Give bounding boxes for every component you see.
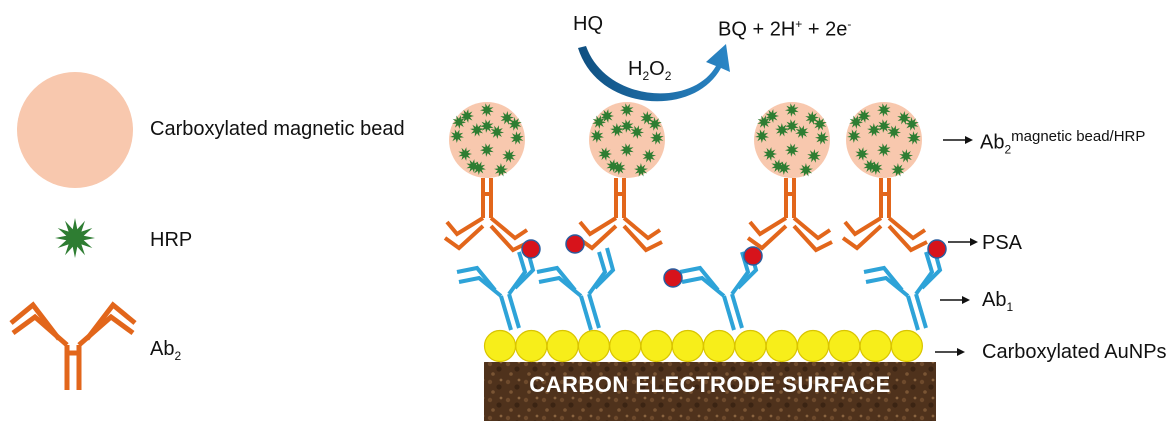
conjugate-label: Ab2magnetic bead/HRP (980, 128, 1146, 157)
ab1-label: Ab1 (982, 289, 1014, 314)
aunp-particle (890, 329, 924, 363)
aunp-particle (671, 329, 704, 363)
ab2-antibody (443, 178, 530, 253)
aunp-particle (515, 329, 548, 363)
aunp-particle (859, 329, 892, 363)
label-pointers (935, 136, 978, 356)
reaction-arrow-icon (578, 44, 730, 102)
aunp-particle (734, 329, 767, 363)
aunp-particle (483, 329, 517, 363)
legend-hrp-label: HRP (150, 229, 193, 251)
aunp-particle (640, 329, 673, 363)
magnetic-bead (846, 102, 922, 178)
ab1-antibody (456, 247, 536, 331)
aunp-particle (702, 329, 736, 363)
aunps-label: Carboxylated AuNPs (982, 341, 1167, 363)
magnetic-bead (449, 102, 525, 178)
reaction-reactant: HQ (573, 13, 603, 35)
legend-ab2-label: Ab2 (150, 338, 182, 363)
electrode-label: CARBON ELECTRODE SURFACE (529, 372, 891, 397)
aunp-particle (546, 329, 579, 363)
pointer-arrowhead (957, 348, 965, 356)
legend-bead-icon (17, 72, 133, 188)
psa-molecule (565, 234, 585, 254)
ab2-antibody (841, 178, 928, 253)
aunp-particle (796, 329, 830, 363)
magnetic-bead (589, 102, 665, 178)
aunp-particle (609, 329, 642, 363)
pointer-arrowhead (970, 238, 978, 246)
pointer-arrowhead (962, 296, 970, 304)
aunp-layer (483, 329, 924, 363)
psa-label: PSA (982, 232, 1023, 254)
ab2-antibody (746, 178, 833, 253)
ab1-antibody (536, 247, 616, 331)
reaction-products: BQ + 2H+ + 2e- (718, 17, 852, 41)
magnetic-bead (754, 102, 830, 178)
legend-bead-label: Carboxylated magnetic bead (150, 118, 405, 140)
psa-molecule (927, 239, 947, 259)
psa-molecule (743, 246, 763, 266)
reaction-oxidant: H2O2 (628, 58, 672, 83)
psa-molecule (663, 268, 683, 288)
psa-molecule (521, 239, 541, 259)
carbon-electrode (484, 362, 936, 421)
legend-ab2-icon (9, 301, 137, 390)
aunp-particle (765, 329, 798, 363)
immunoassay-assembly (443, 102, 947, 331)
aunp-particle (828, 329, 861, 363)
ab2-antibody (576, 178, 663, 253)
aunp-particle (577, 329, 611, 363)
ab1-antibody (863, 247, 943, 331)
legend-hrp-icon (55, 218, 95, 258)
pointer-arrowhead (965, 136, 973, 144)
